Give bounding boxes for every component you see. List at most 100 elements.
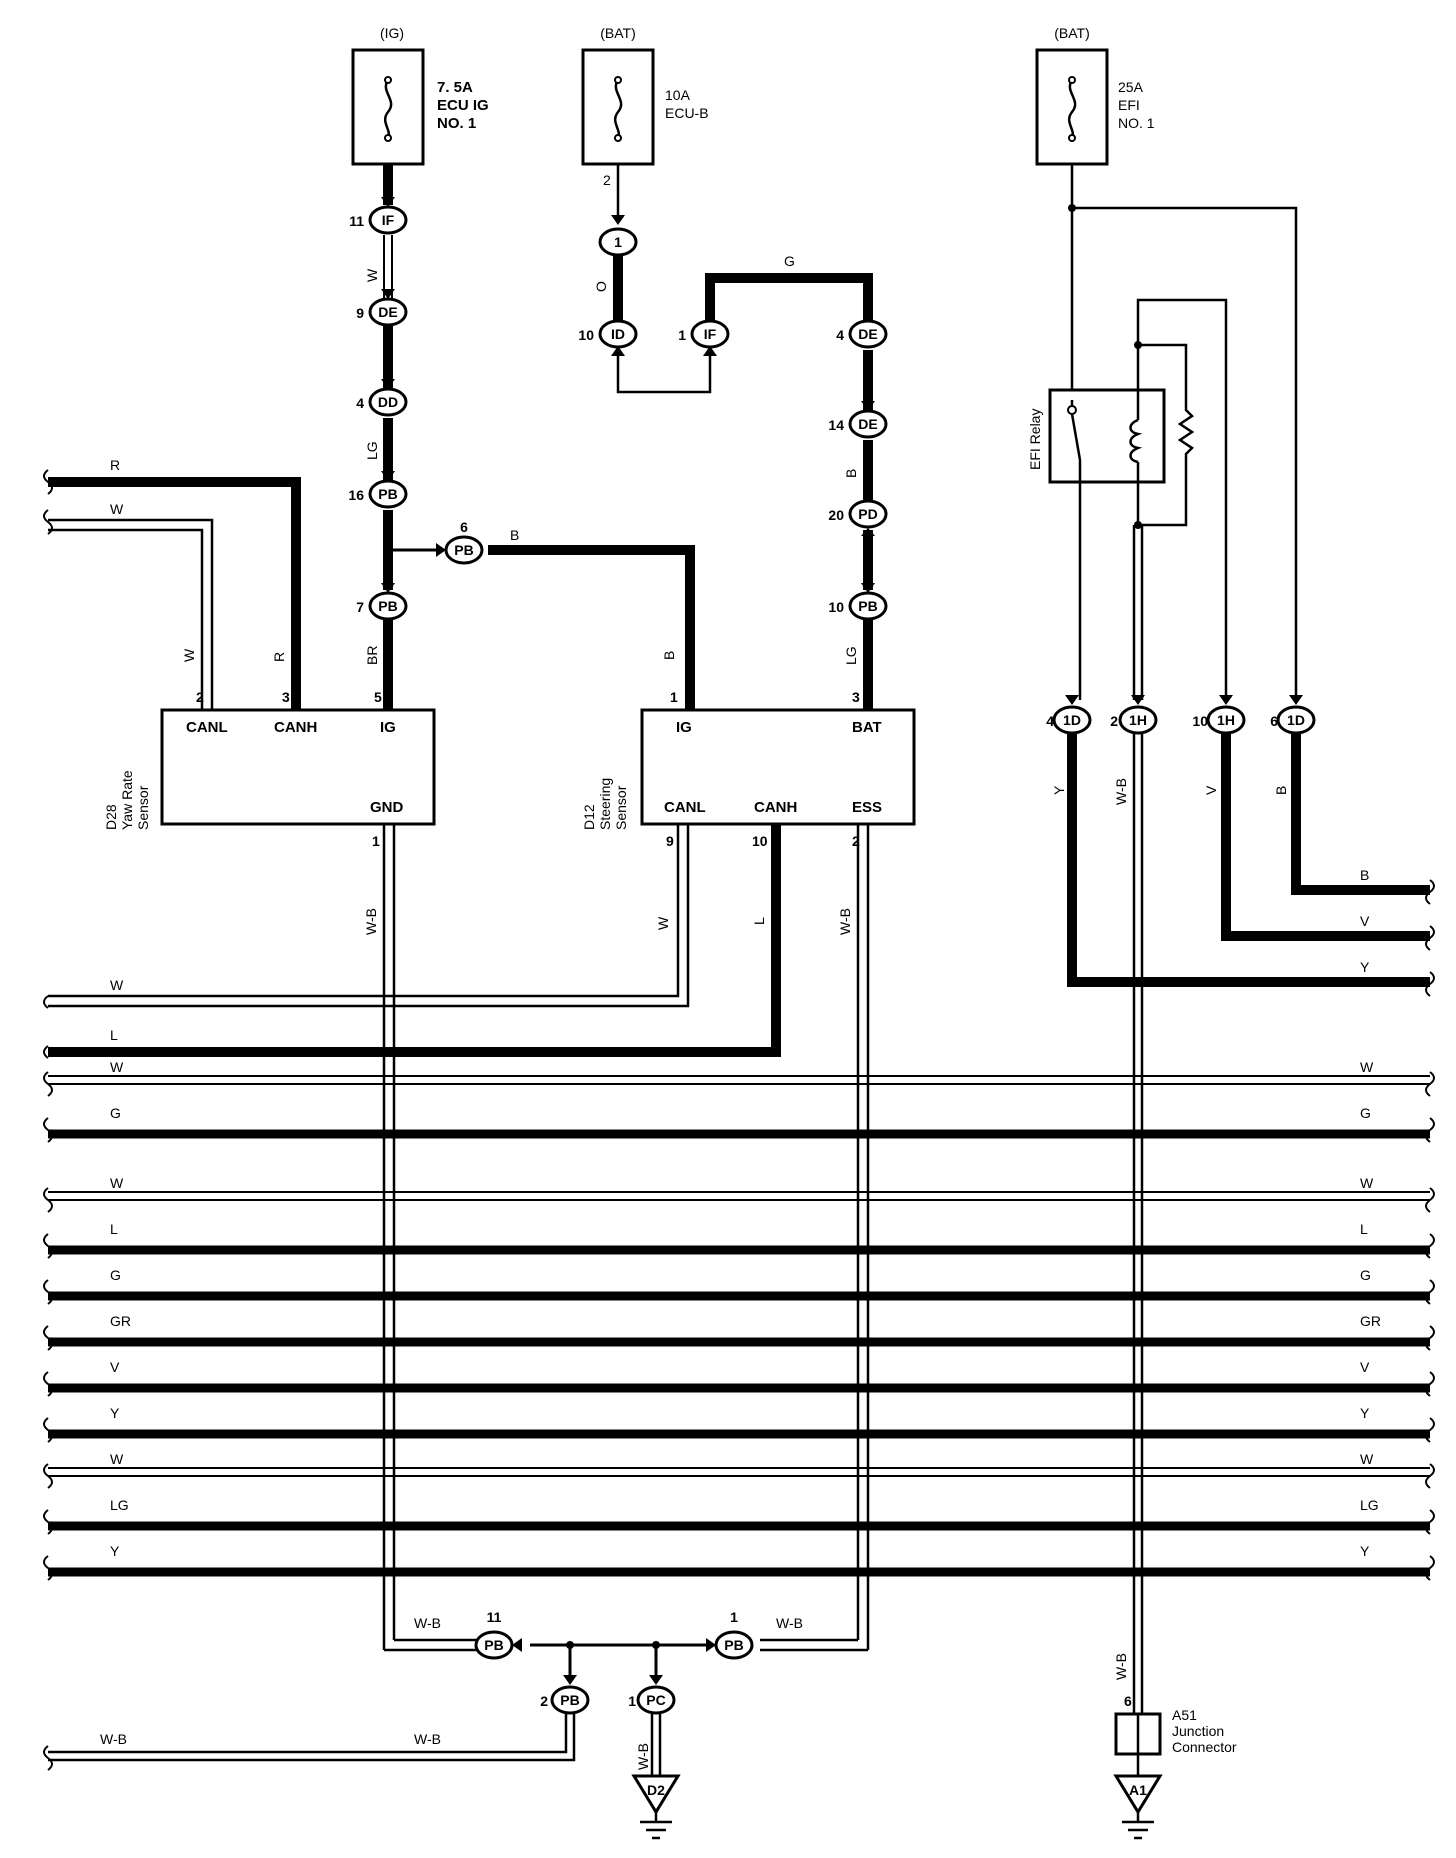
svg-text:PC: PC: [646, 1692, 665, 1708]
connector-pb-10: 10 PB: [828, 583, 888, 621]
svg-text:1D: 1D: [1063, 712, 1081, 728]
terminal-label: IG: [380, 719, 396, 736]
relay-label: EFI Relay: [1027, 409, 1043, 470]
bus-line-label-left: G: [110, 1267, 121, 1283]
fuse-rating: 25A: [1118, 79, 1144, 95]
svg-text:PB: PB: [484, 1637, 503, 1653]
sensor-output-wires: [43, 824, 870, 1652]
fuse-source: (BAT): [1054, 25, 1090, 41]
wire-pin-label: 2: [603, 172, 611, 188]
connector-pb-11: 11 PB: [474, 1609, 522, 1660]
bus-line-label-left: L: [110, 1221, 118, 1237]
wire-color-label: G: [784, 253, 795, 269]
fuse-efi: (BAT) 25A EFI NO. 1: [1035, 25, 1155, 166]
fuse-source: (BAT): [600, 25, 636, 41]
svg-text:DD: DD: [378, 394, 398, 410]
terminal-label: CANL: [664, 799, 706, 816]
fuse-rating: 10A: [665, 87, 691, 103]
terminal-label: ESS: [852, 799, 882, 816]
wire-color-label: B: [843, 469, 859, 478]
wire-color-label: R: [110, 457, 120, 473]
pin-number: 10: [752, 833, 768, 849]
wire-color-label: W-B: [1113, 1653, 1129, 1680]
pin-number: 2: [852, 833, 860, 849]
ground-a1: A1: [1113, 1754, 1163, 1840]
component-name: Junction: [1172, 1723, 1224, 1739]
wire-color-label: V: [1360, 913, 1370, 929]
bus-line-label-left: LG: [110, 1497, 129, 1513]
wire-color-label: W: [181, 648, 197, 662]
terminal-label: BAT: [852, 719, 882, 736]
svg-text:D2: D2: [647, 1782, 665, 1798]
bus-line-label-left: G: [110, 1105, 121, 1121]
svg-text:20: 20: [828, 507, 844, 523]
wire-color-label: W: [110, 977, 124, 993]
component-code: A51: [1172, 1707, 1197, 1723]
component-name: Yaw Rate: [119, 770, 135, 830]
svg-text:4: 4: [1046, 713, 1054, 729]
wire-color-label: B: [661, 651, 677, 660]
svg-text:10: 10: [1192, 713, 1208, 729]
svg-text:9: 9: [356, 305, 364, 321]
wire-color-label: LG: [364, 441, 380, 460]
ig-circuit-wires: [383, 164, 695, 710]
svg-text:1: 1: [628, 1693, 636, 1709]
svg-text:PB: PB: [560, 1692, 579, 1708]
wire-color-label: W-B: [635, 1743, 651, 1770]
svg-text:1: 1: [678, 327, 686, 343]
connector-de-9: 9 DE: [356, 289, 408, 327]
svg-text:PB: PB: [378, 598, 397, 614]
svg-text:2: 2: [1110, 713, 1118, 729]
component-name: Steering: [597, 778, 613, 830]
bus-line-label-right: LG: [1360, 1497, 1379, 1513]
steering-sensor: 1 3 IG BAT CANL CANH ESS 9 10 2 D12 Stee…: [581, 689, 916, 849]
pin-number: 3: [852, 689, 860, 705]
connector-pc-1: 1 PC: [628, 1675, 676, 1715]
fuse-name: NO. 1: [437, 115, 476, 132]
wire-color-label: B: [1273, 786, 1289, 795]
fuse-name: EFI: [1118, 97, 1140, 113]
bus-line-label-right: W: [1360, 1451, 1374, 1467]
wire-color-label: V: [1203, 785, 1219, 795]
bus-line-label-right: G: [1360, 1267, 1371, 1283]
wire-color-label: Y: [1360, 959, 1370, 975]
wire-color-label: B: [510, 527, 519, 543]
wire-color-label: L: [110, 1027, 118, 1043]
left-canh-canl-wires: [43, 469, 301, 710]
fuse-name: ECU-B: [665, 105, 709, 121]
svg-text:7: 7: [356, 599, 364, 615]
connector-1h-2: 2 1H: [1110, 695, 1158, 735]
bus-line-label-right: GR: [1360, 1313, 1381, 1329]
connector-pb-2: 2 PB: [540, 1675, 590, 1715]
fuse-ecu-ig: (IG) 7. 5A ECU IG NO. 1: [351, 25, 489, 166]
svg-text:11: 11: [487, 1609, 502, 1625]
svg-text:DE: DE: [378, 304, 397, 320]
svg-text:DE: DE: [858, 326, 877, 342]
connector-1d-6: 6 1D: [1270, 695, 1316, 735]
efi-relay-circuit: EFI Relay: [1027, 164, 1298, 700]
svg-text:DE: DE: [858, 416, 877, 432]
bus-line-label-right: Y: [1360, 1543, 1370, 1559]
connector-pb-16: 16 PB: [348, 471, 408, 509]
svg-text:ID: ID: [611, 326, 625, 342]
fuse-name: ECU IG: [437, 97, 489, 114]
pin-number: 9: [666, 833, 674, 849]
svg-text:PD: PD: [858, 506, 877, 522]
bus-line-label-right: Y: [1360, 1405, 1370, 1421]
connector-1d-4: 4 1D: [1046, 695, 1092, 735]
connector-if-11: 11 IF: [349, 197, 408, 235]
connector-pb-7: 7 PB: [356, 583, 408, 621]
component-code: D28: [103, 804, 119, 830]
pin-number: 1: [372, 833, 380, 849]
fuse-source: (IG): [380, 25, 404, 41]
wire-color-label: W: [655, 916, 671, 930]
connector-id-10: 10 ID: [578, 319, 638, 356]
svg-text:6: 6: [1270, 713, 1278, 729]
bus-line-label-left: Y: [110, 1543, 120, 1559]
connector-if-1: 1 IF: [678, 319, 730, 356]
svg-text:10: 10: [828, 599, 844, 615]
bus-line-label-right: W: [1360, 1059, 1374, 1075]
svg-text:PB: PB: [724, 1637, 743, 1653]
yaw-rate-sensor: 2 3 5 CANL CANH IG GND 1 D28 Yaw Rate Se…: [103, 689, 436, 849]
wire-color-label: LG: [843, 646, 859, 665]
